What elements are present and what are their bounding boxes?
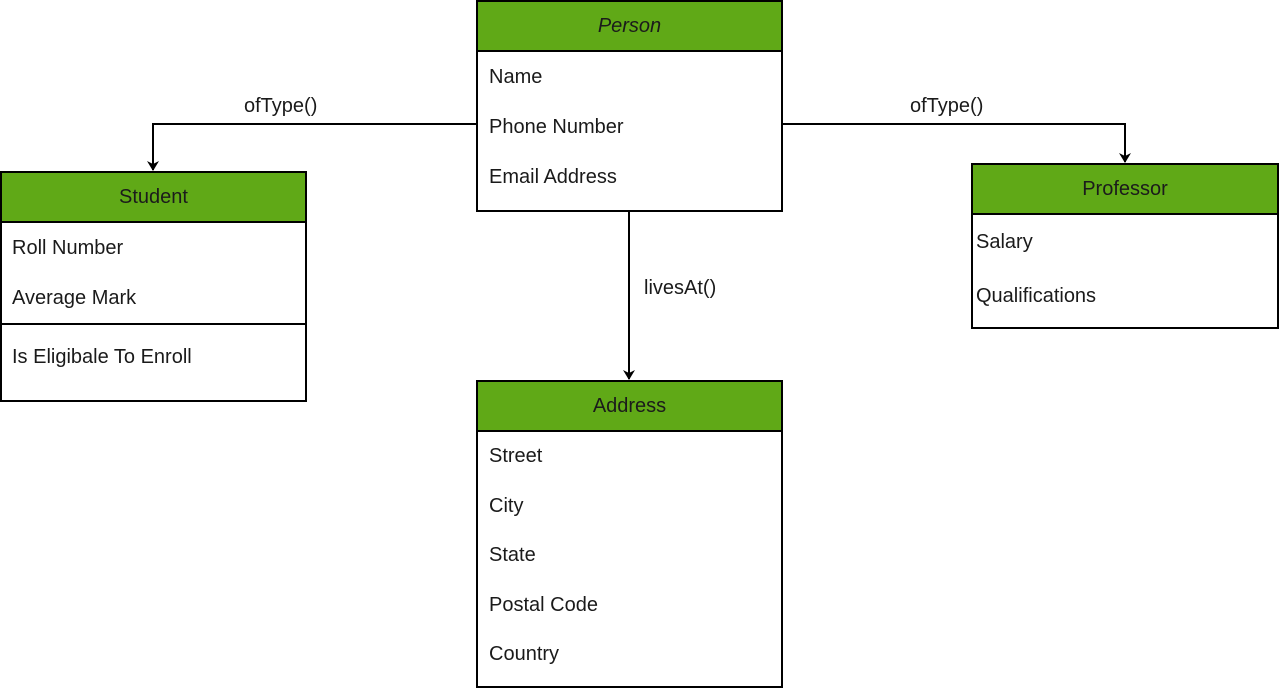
attribute-qualifications: Qualifications: [976, 285, 1097, 307]
class-person[interactable]: Person Name Phone Number Email Address: [476, 0, 783, 212]
attribute-postal-code: Postal Code: [489, 593, 598, 616]
attribute-salary: Salary: [976, 231, 1033, 253]
attribute-city: City: [489, 494, 524, 517]
class-professor[interactable]: Professor Salary Qualifications: [971, 163, 1279, 329]
attribute-state: State: [489, 544, 536, 567]
class-header: Student: [2, 173, 305, 223]
edge-label-livesat: livesAt(): [644, 276, 717, 300]
attribute-roll-number: Roll Number: [12, 237, 124, 259]
edge-label-oftype-student: ofType(): [244, 94, 318, 118]
attribute-phone-number: Phone Number: [489, 116, 624, 138]
class-header: Person: [478, 2, 781, 52]
attribute-email-address: Email Address: [489, 166, 617, 188]
class-header: Address: [478, 382, 781, 432]
attribute-street: Street: [489, 445, 543, 467]
attribute-name: Name: [489, 66, 543, 88]
class-divider: [2, 323, 305, 325]
edge-label-oftype-professor: ofType(): [910, 94, 984, 118]
class-student[interactable]: Student Roll Number Average Mark Is Elig…: [0, 171, 307, 402]
edge-person-professor: [783, 123, 1131, 163]
class-header: Professor: [973, 165, 1277, 215]
attribute-average-mark: Average Mark: [12, 287, 137, 309]
operation-is-eligible-to-enroll: Is Eligibale To Enroll: [12, 346, 192, 368]
class-address[interactable]: Address Street City State Postal Code Co…: [476, 380, 783, 688]
edge-person-student: [147, 123, 476, 171]
attribute-country: Country: [489, 643, 560, 666]
